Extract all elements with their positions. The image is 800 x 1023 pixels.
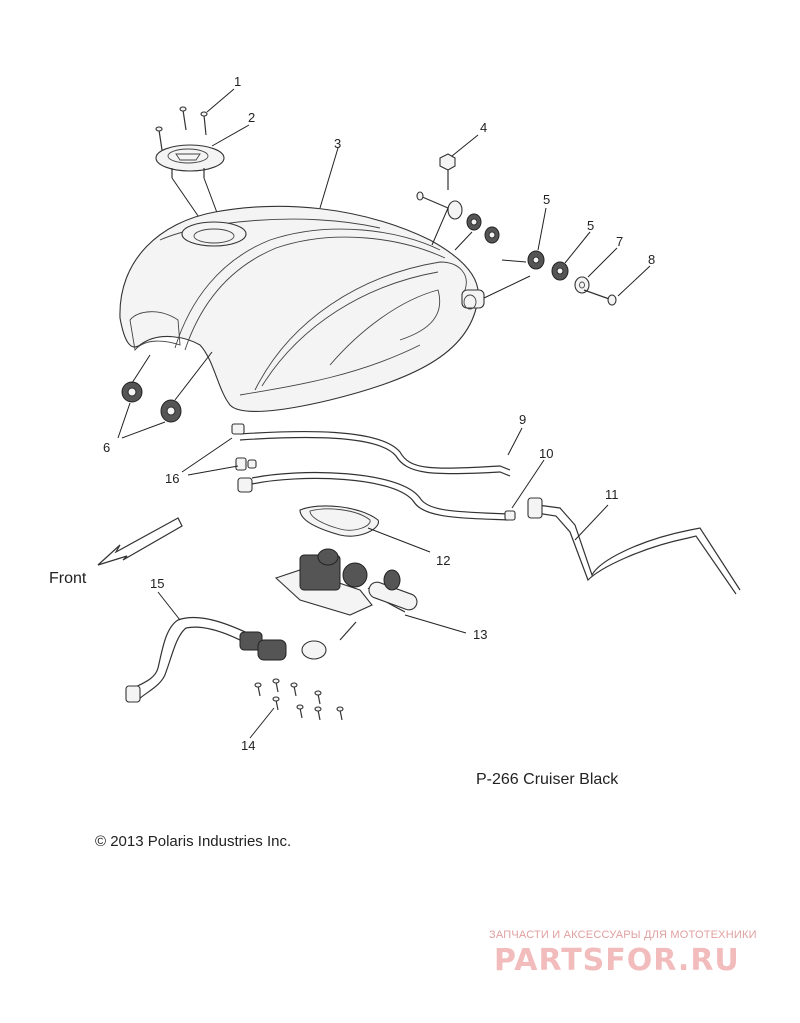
callout-12: 12 bbox=[436, 553, 450, 568]
leader-13 bbox=[404, 614, 467, 634]
leader-12 bbox=[367, 527, 431, 553]
leader-2 bbox=[211, 124, 250, 147]
callout-14: 14 bbox=[241, 738, 255, 753]
callout-6: 6 bbox=[103, 440, 110, 455]
callout-10: 10 bbox=[539, 446, 553, 461]
leader-16 bbox=[181, 437, 239, 476]
leader-9 bbox=[507, 427, 523, 456]
part-1-screws[interactable] bbox=[155, 106, 208, 151]
part-16-fittings[interactable] bbox=[231, 423, 257, 493]
part-9-fuel-line[interactable] bbox=[239, 430, 511, 477]
part-13-fuel-pump[interactable] bbox=[274, 548, 419, 660]
callout-1: 1 bbox=[234, 74, 241, 89]
part-14-screws[interactable] bbox=[254, 678, 344, 721]
part-12-gasket[interactable] bbox=[299, 505, 379, 537]
leader-11 bbox=[574, 504, 609, 541]
callout-8: 8 bbox=[648, 252, 655, 267]
callout-15: 15 bbox=[150, 576, 164, 591]
part-5-grommets[interactable] bbox=[527, 250, 569, 281]
page-reference: P-266 Cruiser Black bbox=[476, 771, 619, 788]
part-4-bolt[interactable] bbox=[439, 153, 456, 190]
leader-1 bbox=[206, 88, 235, 113]
part-3-fuel-tank[interactable] bbox=[119, 205, 485, 412]
leader-8 bbox=[617, 265, 651, 297]
callout-13: 13 bbox=[473, 627, 487, 642]
watermark-logo: PARTSFOR.RU bbox=[494, 943, 740, 978]
leader-14 bbox=[249, 707, 275, 739]
leader-5a bbox=[537, 207, 547, 251]
callout-9: 9 bbox=[519, 412, 526, 427]
callout-3: 3 bbox=[334, 136, 341, 151]
part-10-fuel-line[interactable] bbox=[251, 471, 516, 521]
callout-4: 4 bbox=[480, 120, 487, 135]
tank-mount-hardware[interactable] bbox=[416, 191, 500, 244]
mount-line-lower bbox=[483, 259, 531, 299]
callout-5a: 5 bbox=[543, 192, 550, 207]
callout-11: 11 bbox=[605, 487, 619, 502]
grommet-to-tank-line bbox=[131, 351, 213, 401]
leader-4 bbox=[451, 134, 479, 157]
part-2-fuel-cap[interactable] bbox=[155, 144, 225, 178]
callout-2: 2 bbox=[248, 110, 255, 125]
mount-line-upper bbox=[431, 207, 473, 251]
leader-3 bbox=[319, 147, 339, 209]
leader-6 bbox=[117, 402, 166, 439]
leader-15 bbox=[157, 591, 181, 621]
front-arrow bbox=[97, 517, 183, 566]
part-15-fuel-hose[interactable] bbox=[125, 616, 287, 703]
front-label: Front bbox=[49, 570, 87, 587]
part-7-washer[interactable] bbox=[574, 276, 590, 294]
part-6-grommets[interactable] bbox=[121, 381, 182, 423]
watermark-tagline: ЗАПЧАСТИ И АКСЕССУАРЫ ДЛЯ МОТОТЕХНИКИ bbox=[489, 929, 757, 941]
leader-7 bbox=[587, 247, 618, 278]
callout-16: 16 bbox=[165, 471, 179, 486]
leader-5b bbox=[564, 231, 591, 264]
leader-10 bbox=[511, 459, 545, 509]
part-11-vent-line[interactable] bbox=[527, 497, 741, 595]
callout-5b: 5 bbox=[587, 218, 594, 233]
callout-7: 7 bbox=[616, 234, 623, 249]
copyright-notice: © 2013 Polaris Industries Inc. bbox=[95, 833, 292, 850]
part-8-bolt[interactable] bbox=[583, 289, 617, 306]
